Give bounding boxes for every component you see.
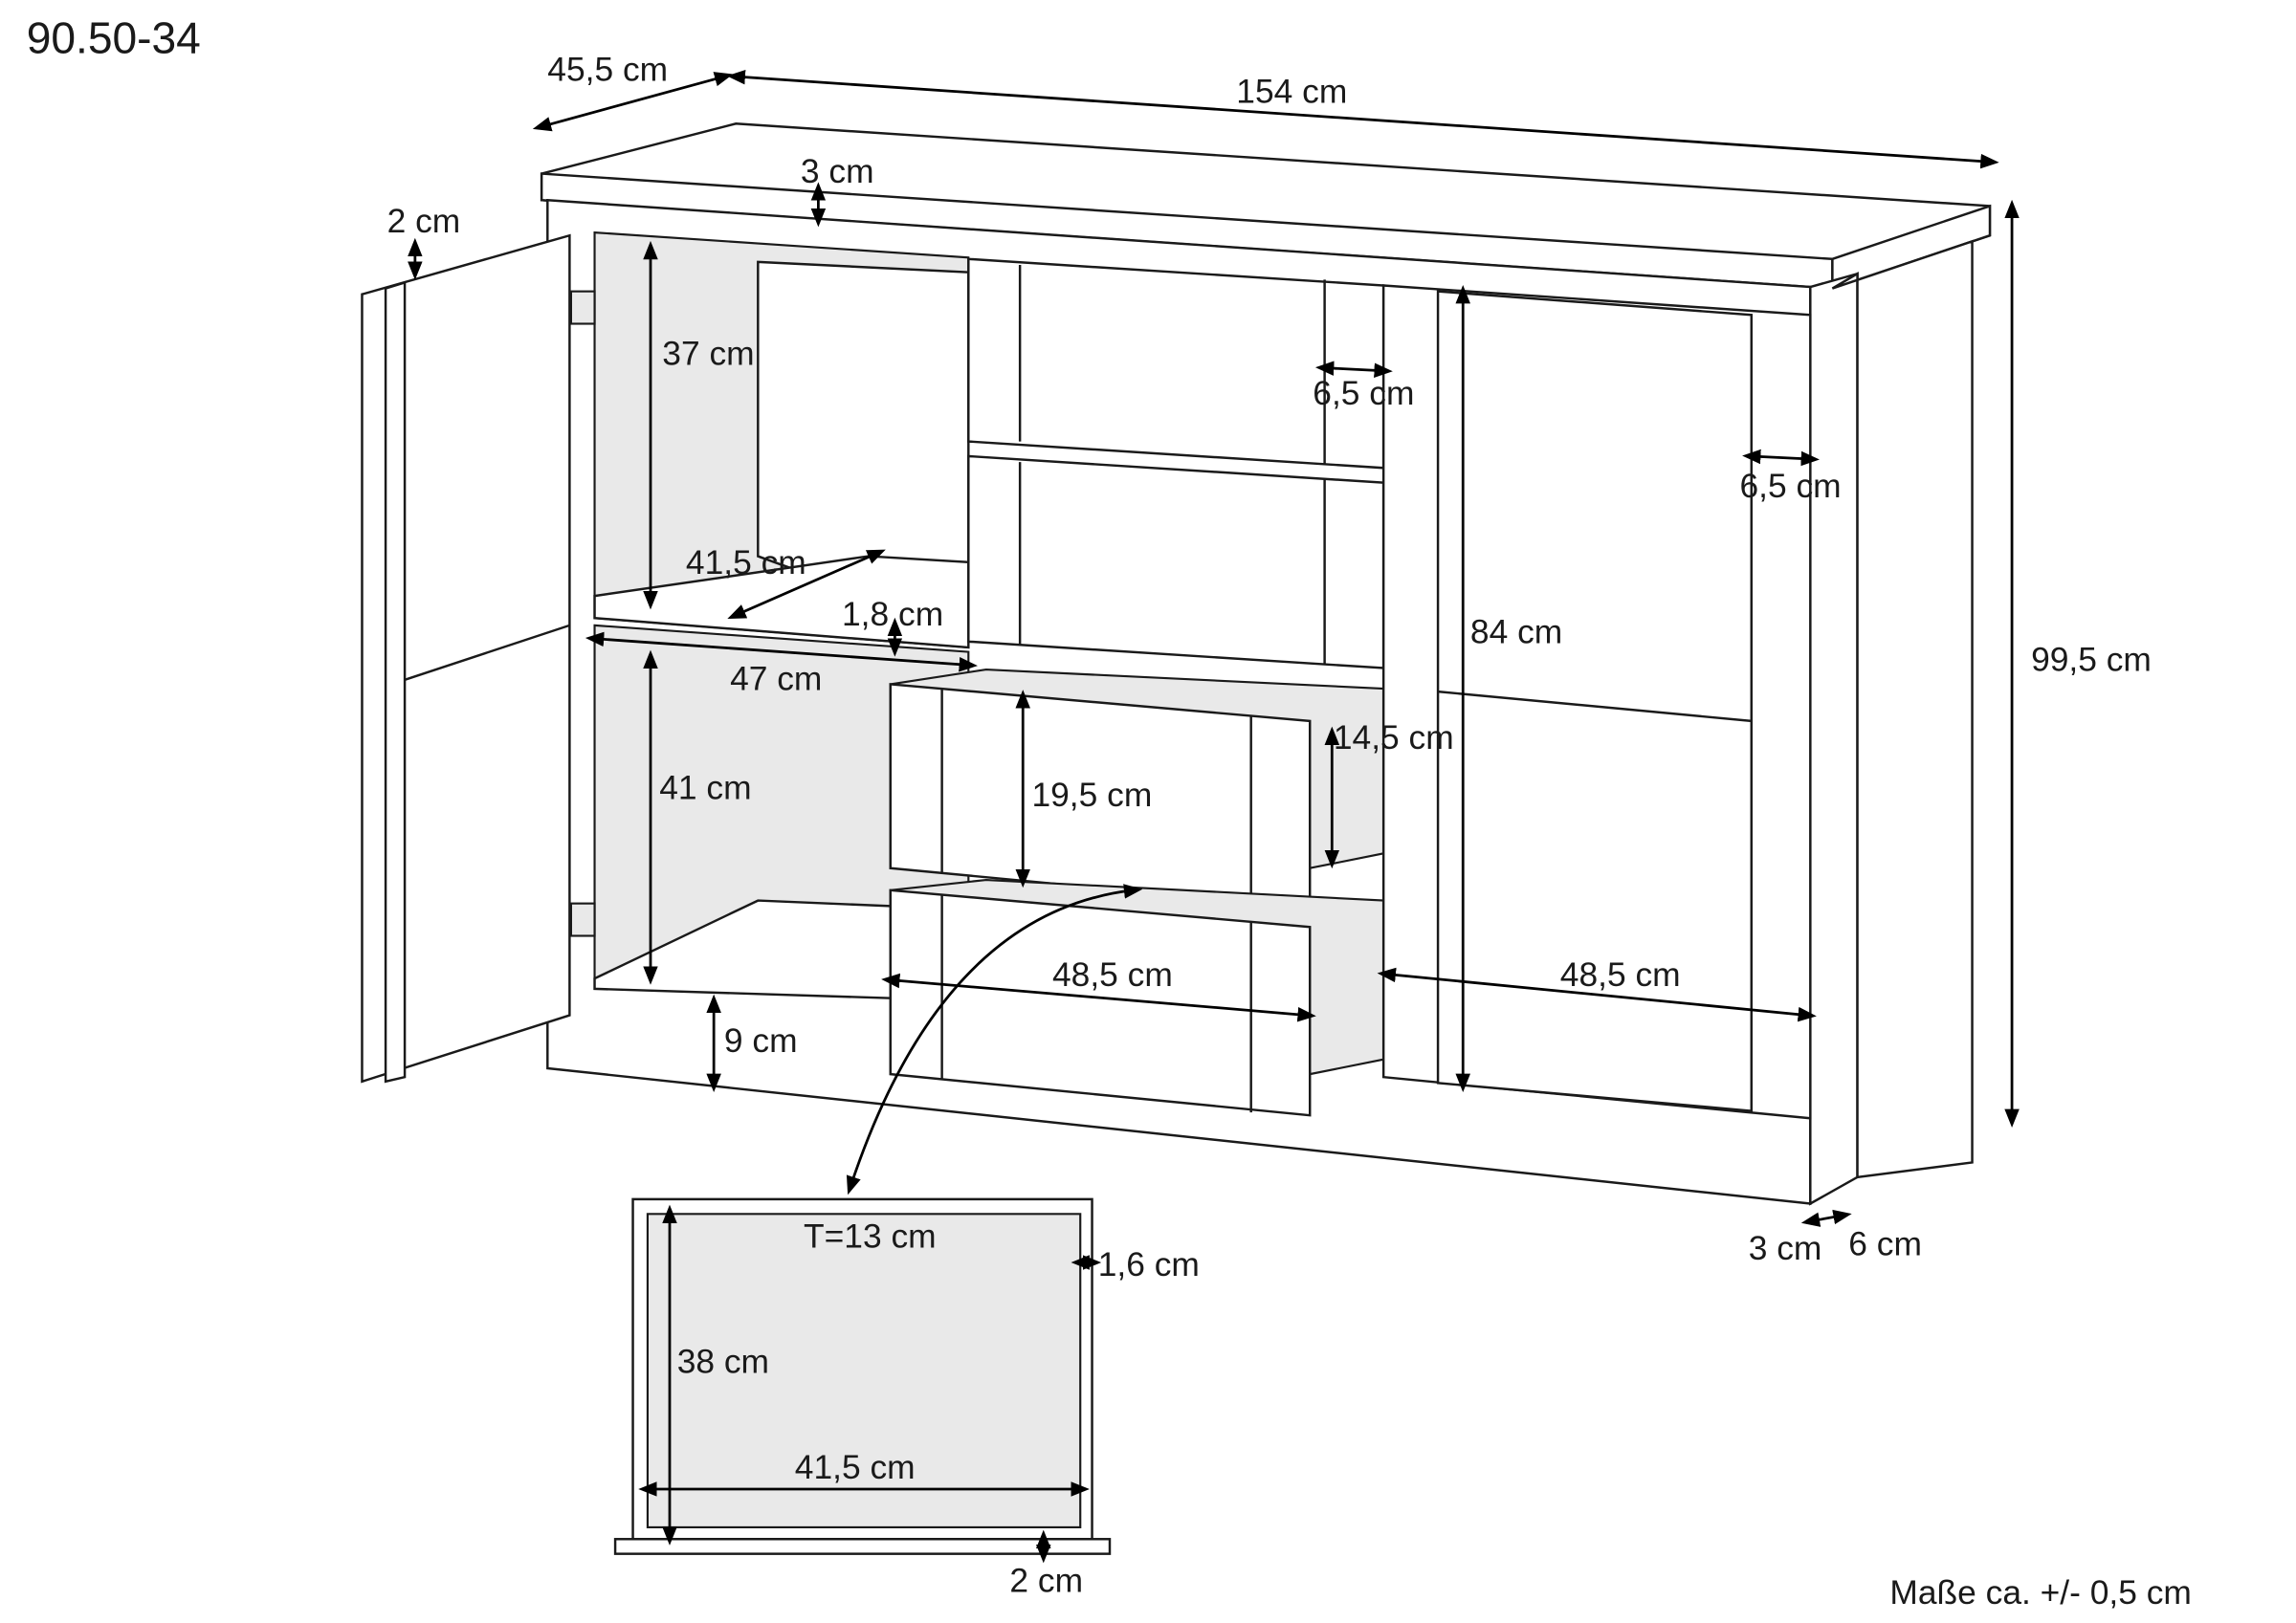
label-shelf-thickness: 1,8 cm <box>842 596 943 633</box>
label-drawer-frame-width: 6,5 cm <box>1313 375 1414 412</box>
label-plinth-height: 9 cm <box>724 1022 798 1060</box>
cabinet-body <box>361 122 1992 1206</box>
label-drawer-bottom-thickness: 2 cm <box>1009 1563 1083 1600</box>
dimension-lines <box>408 69 2020 1227</box>
article-number: 90.50-34 <box>27 12 201 62</box>
label-total-height: 99,5 cm <box>2031 642 2152 679</box>
label-drawer-front-width: 48,5 cm <box>1052 956 1173 994</box>
label-top-thickness: 3 cm <box>801 153 874 190</box>
label-drawer-inner-width: 41,5 cm <box>795 1449 916 1486</box>
label-drawer-front-height: 19,5 cm <box>1031 777 1152 814</box>
label-width: 154 cm <box>1236 74 1347 111</box>
hinge-icon <box>569 902 596 937</box>
label-door-frame-width: 6,5 cm <box>1739 468 1841 505</box>
label-inner-width-left: 47 cm <box>730 661 822 698</box>
label-drawer-inner-height: 14,5 cm <box>1334 719 1454 757</box>
label-door-thickness: 2 cm <box>387 203 461 240</box>
label-drawer-side-thickness: 1,6 cm <box>1098 1246 1200 1283</box>
drawer-detail <box>613 1197 1112 1564</box>
label-drawer-inner-depth: 38 cm <box>677 1343 769 1380</box>
label-right-door-height: 84 cm <box>1470 613 1562 650</box>
label-leg-width: 6 cm <box>1848 1225 1922 1262</box>
hinge-icon <box>569 290 596 325</box>
label-shelf-depth: 41,5 cm <box>686 544 806 581</box>
label-right-door-width: 48,5 cm <box>1560 956 1681 994</box>
label-side-panel-thickness: 3 cm <box>1749 1230 1822 1267</box>
label-lower-compartment-height: 41 cm <box>659 769 751 806</box>
tolerance-note: Maße ca. +/- 0,5 cm <box>1889 1574 2192 1612</box>
label-depth: 45,5 cm <box>547 52 668 89</box>
label-drawer-depth: T=13 cm <box>804 1218 937 1256</box>
label-upper-compartment-height: 37 cm <box>662 336 754 373</box>
